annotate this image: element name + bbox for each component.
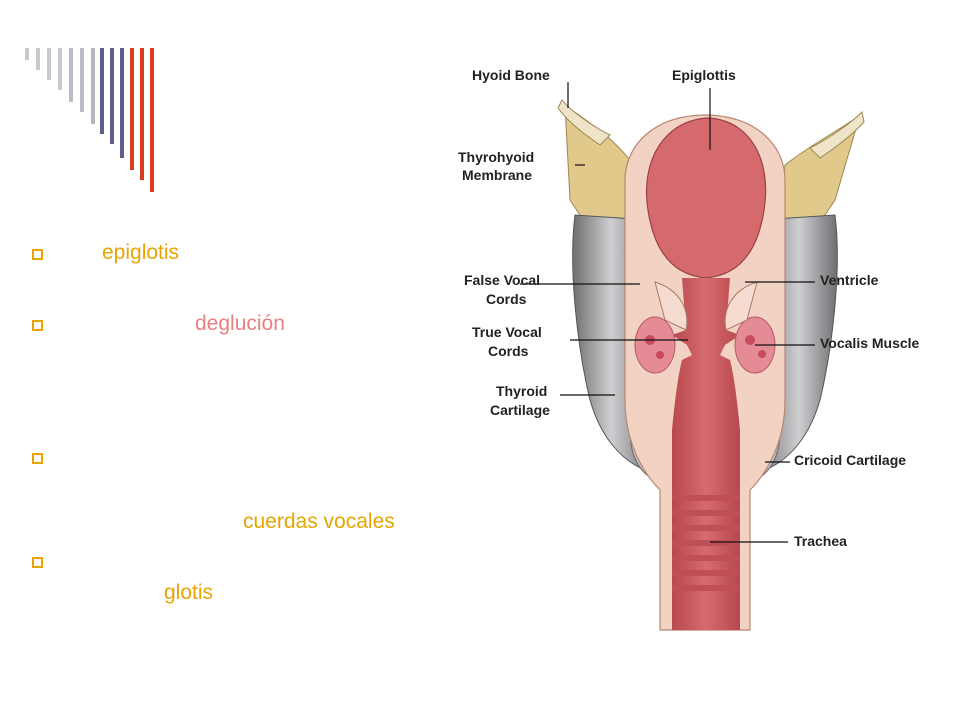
decor-bar [69, 48, 73, 102]
bullet-word-epiglotis: epiglotis [102, 241, 180, 264]
label-hyoid-bone: Hyoid Bone [472, 67, 550, 83]
bullet-word-glotis: glotis [164, 581, 214, 604]
bullet-icon [32, 557, 43, 568]
false-vocal-fold-left [654, 281, 688, 331]
decor-bar [130, 48, 134, 170]
bullet-word-deglucion: deglución [195, 312, 285, 335]
label-cricoid-cartilage: Cricoid Cartilage [794, 452, 906, 468]
label-ventricle: Ventricle [820, 272, 879, 288]
decor-bar [58, 48, 62, 90]
label-true-vocal-line2: Cords [488, 343, 529, 359]
label-vocalis-muscle: Vocalis Muscle [820, 335, 920, 351]
vocalis-muscle-left [634, 316, 676, 374]
decor-bar [80, 48, 84, 112]
bullet-icon [32, 453, 43, 464]
decor-bar [47, 48, 51, 80]
bullet-word-cuerdas-vocales: cuerdas vocales [243, 510, 395, 533]
label-thyrohyoid-line1: Thyrohyoid [458, 149, 534, 165]
decor-bar [91, 48, 95, 124]
larynx-diagram: Hyoid Bone Epiglottis Thyrohyoid Membran… [458, 67, 920, 631]
label-thyroid-line1: Thyroid [496, 383, 547, 399]
decor-bar [140, 48, 144, 180]
decor-bar [150, 48, 154, 192]
muscle-dot [758, 350, 766, 358]
decor-bar [25, 48, 29, 60]
label-thyrohyoid-line2: Membrane [462, 167, 532, 183]
trachea-rings [672, 495, 740, 591]
label-trachea: Trachea [794, 533, 847, 549]
bullet-icon [32, 249, 43, 260]
decor-bar [110, 48, 114, 144]
decor-bar [36, 48, 40, 70]
label-false-vocal-line2: Cords [486, 291, 527, 307]
hyoid-horn [809, 110, 865, 159]
epiglottis-shape [646, 117, 767, 279]
false-vocal-fold-right [724, 281, 758, 331]
decor-bar [100, 48, 104, 134]
leader-lines [520, 82, 815, 543]
label-false-vocal-line1: False Vocal [464, 272, 540, 288]
muscle-dot [656, 351, 664, 359]
hyoid-horn [557, 99, 611, 146]
label-thyroid-line2: Cartilage [490, 402, 550, 418]
label-epiglottis: Epiglottis [672, 67, 736, 83]
bullet-icon [32, 320, 43, 331]
label-true-vocal-line1: True Vocal [472, 324, 542, 340]
muscle-dot [745, 335, 755, 345]
decor-bar [120, 48, 124, 158]
